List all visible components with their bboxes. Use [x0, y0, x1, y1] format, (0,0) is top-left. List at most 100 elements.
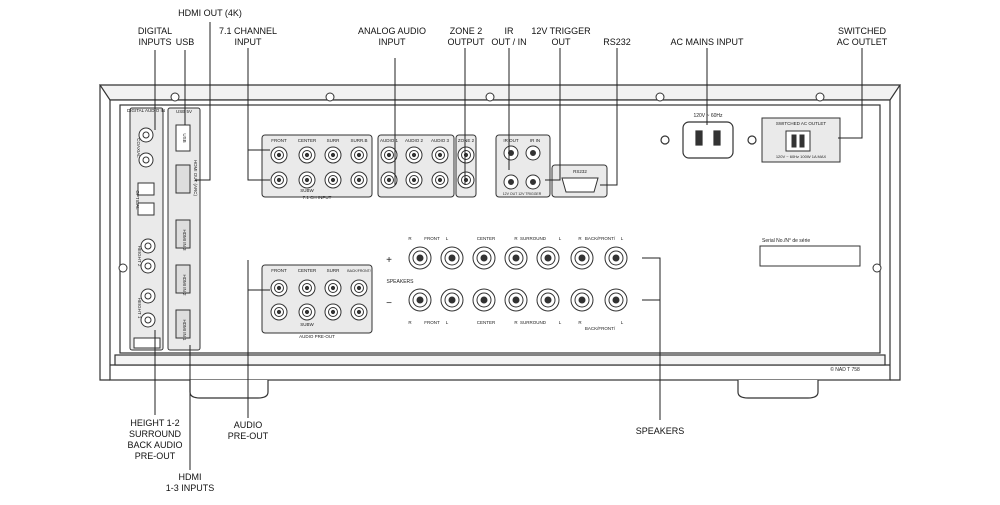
speaker-top-label-8: BACK/FRONT/: [585, 236, 616, 241]
label-pre-surr: SURR: [327, 268, 341, 273]
label-pre-subw: SUBW: [300, 322, 314, 327]
rca-analog-top-0-pin: [386, 152, 392, 158]
callout-hdmi-out: HDMI OUT (4K): [178, 8, 242, 18]
label-model: © NAD T 758: [830, 366, 860, 373]
speaker-bottom-label-8: BACK/FRONT/: [585, 326, 616, 331]
label-hdmi-in-3: HDMI IN 3: [182, 229, 187, 250]
label-plus: +: [386, 255, 392, 266]
channel-71-input-block: [261, 134, 373, 198]
speaker-terminal-bottom-3-inner2: [512, 296, 520, 304]
callout-speakers: SPEAKERS: [635, 426, 685, 436]
label-hdmi-in-1: HDMI IN 1: [182, 319, 187, 340]
label-ir-out: IR OUT: [503, 138, 519, 143]
usb-hdmi-block: [167, 107, 201, 351]
speaker-bottom-label-2: L: [446, 320, 449, 325]
label-hdmi-in-2: HDMI IN 2: [182, 274, 187, 295]
serial-box: [759, 245, 861, 267]
callout-rs232: RS232: [603, 37, 631, 47]
label-ch71-subw: SUBW: [300, 188, 314, 193]
speaker-top-label-2: L: [446, 236, 449, 241]
callout-ir: IR OUT / IN: [491, 26, 527, 47]
label-usb-5v: USB 5V: [176, 109, 192, 114]
speaker-bottom-label-7: R: [578, 320, 582, 325]
switched-outlet: [761, 117, 841, 163]
rca-71-bottom-0-pin: [276, 177, 282, 183]
ac-mains-inlet: [660, 121, 757, 159]
speaker-terminal-bottom-2-inner2: [480, 296, 488, 304]
speaker-terminal-top-6-inner2: [612, 254, 620, 262]
leader-lines: [154, 22, 863, 470]
label-mains: 120V ~ 60Hz: [693, 113, 723, 119]
label-pre-out-label: AUDIO PRE-OUT: [299, 334, 335, 339]
callout-71-channel: 7.1 CHANNEL INPUT: [218, 26, 278, 47]
label-pre-front: FRONT: [271, 268, 287, 273]
speaker-bottom-label-5: SURROUND: [520, 320, 547, 325]
rca-71-top-1-pin: [304, 152, 310, 158]
label-serial: Serial No./N° de série: [762, 238, 810, 244]
speaker-terminal-bottom-0-inner2: [416, 296, 424, 304]
speaker-top-label-1: FRONT: [424, 236, 440, 241]
speaker-top-label-3: CENTER: [477, 236, 496, 241]
speaker-terminal-top-4-inner2: [544, 254, 552, 262]
speaker-terminal-bottom-4-inner2: [544, 296, 552, 304]
speaker-terminal-top-5-inner2: [578, 254, 586, 262]
screws: [118, 92, 882, 273]
audio-pre-out-block: [261, 264, 373, 334]
label-12v: 12V OUT 12V TRIGGER: [503, 192, 542, 196]
channel-71-jacks: [270, 146, 368, 189]
rca-pre-bottom-0-pin: [276, 309, 282, 315]
speaker-terminal-bottom-1-inner2: [448, 296, 456, 304]
label-minus: −: [386, 298, 392, 309]
audio-pre-out-jacks: [270, 279, 368, 321]
callout-zone2: ZONE 2 OUTPUT: [447, 26, 485, 47]
label-audio3: AUDIO 3: [431, 138, 450, 143]
label-optical: OPTICAL: [135, 190, 140, 210]
callout-analog-audio: ANALOG AUDIO INPUT: [357, 26, 427, 47]
speaker-bottom-label-9: L: [621, 320, 624, 325]
rca-pre-top-2-pin: [330, 285, 336, 291]
rca-71-top-2-pin: [330, 152, 336, 158]
speaker-terminal-bottom-6-inner2: [612, 296, 620, 304]
callout-height-pre-out: HEIGHT 1-2 SURROUND BACK AUDIO PRE-OUT: [127, 418, 183, 461]
analog-audio-block: [377, 134, 477, 198]
rca-pre-top-1-pin: [304, 285, 310, 291]
rca-analog-bottom-1-pin: [411, 177, 417, 183]
rca-pre-top-3-pin: [356, 285, 362, 291]
label-coaxial: COAXIAL: [136, 138, 141, 158]
label-switched-title: SWITCHED AC OUTLET: [776, 121, 827, 126]
speaker-top-label-4: R: [514, 236, 518, 241]
rca-pre-bottom-1-pin: [304, 309, 310, 315]
rca-71-bottom-3-pin: [356, 177, 362, 183]
rca-analog-top-1-pin: [411, 152, 417, 158]
label-pre-center: CENTER: [298, 268, 317, 273]
callout-digital-inputs: DIGITAL INPUTS: [137, 26, 173, 47]
label-ir-in: IR IN: [530, 138, 540, 143]
label-switched-rating: 120V ~ 60Hz 100W 1A MAX: [776, 154, 827, 159]
label-ch71-front: FRONT: [271, 138, 287, 143]
speaker-bottom-label-4: R: [514, 320, 518, 325]
speaker-top-label-0: R: [408, 236, 412, 241]
speaker-top-label-6: L: [559, 236, 562, 241]
callout-ac-mains: AC MAINS INPUT: [670, 37, 744, 47]
speaker-top-label-9: L: [621, 236, 624, 241]
label-height-1: HEIGHT 1: [137, 298, 142, 319]
label-ch71-surrb: SURR.B: [350, 138, 367, 143]
speaker-top-label-7: R: [578, 236, 582, 241]
label-audio1: AUDIO 1: [380, 138, 399, 143]
label-speakers-panel: SPEAKERS: [387, 279, 415, 285]
analog-audio-jacks: [380, 146, 475, 189]
label-zone2: ZONE 2: [458, 138, 475, 143]
rca-pre-bottom-2-pin: [330, 309, 336, 315]
speaker-terminal-top-3-inner2: [512, 254, 520, 262]
speaker-terminal-top-2-inner2: [480, 254, 488, 262]
callout-switched-outlet: SWITCHED AC OUTLET: [836, 26, 888, 47]
label-height-2: HEIGHT 2: [137, 246, 142, 267]
label-hdmi-out-arc: HDMI OUT (ARC): [193, 160, 198, 196]
callout-12v-trigger: 12V TRIGGER OUT: [531, 26, 591, 47]
label-rs232-panel: RS232: [573, 169, 587, 174]
callout-usb: USB: [175, 37, 195, 47]
rca-analog-top-2-pin: [437, 152, 443, 158]
label-pre-back: BACK/FRONT/: [347, 269, 371, 273]
